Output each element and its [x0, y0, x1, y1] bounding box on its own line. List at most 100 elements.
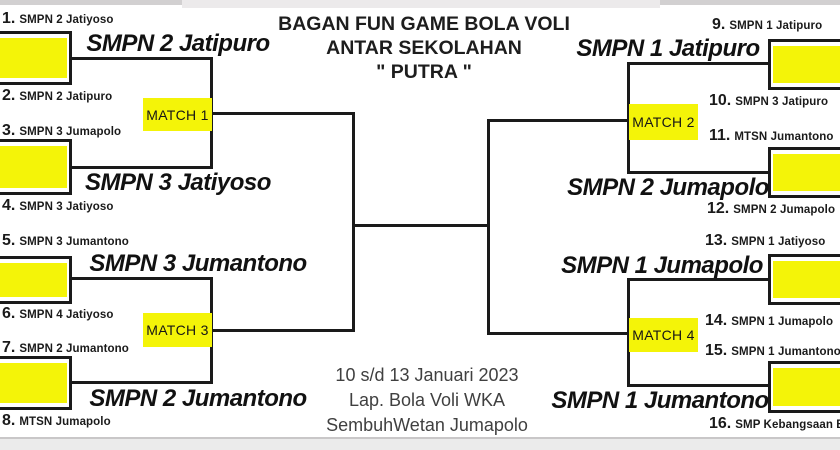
- winner-pair-5-6: SMPN 3 Jumantono: [89, 250, 307, 277]
- connector-match2-out: [487, 119, 630, 122]
- team-name: SMPN 3 Jumapolo: [19, 126, 122, 138]
- score-box-fill: [0, 363, 67, 403]
- bottom-edge-strip: [0, 439, 840, 450]
- match-1-box: MATCH 1: [143, 98, 212, 131]
- team-name: SMPN 3 Jumantono: [19, 236, 129, 248]
- winner-pair-7-8: SMPN 2 Jumantono: [89, 385, 307, 412]
- team-seed-10: 10.SMPN 3 Jatipuro: [709, 92, 828, 110]
- connector-vertical-match2: [627, 62, 630, 174]
- seed-number: 3.: [2, 122, 16, 139]
- seed-number: 6.: [2, 305, 16, 322]
- score-box-fill: [0, 38, 67, 78]
- seed-number: 11.: [709, 127, 731, 144]
- team-seed-9: 9.SMPN 1 Jatipuro: [712, 16, 822, 34]
- connector-semifinal-left: [352, 112, 355, 332]
- team-name: SMPN 1 Jatiyoso: [731, 236, 826, 248]
- winner-pair-3-4: SMPN 3 Jatiyoso: [85, 169, 271, 196]
- team-seed-13: 13.SMPN 1 Jatiyoso: [705, 232, 825, 250]
- winner-pair-15-16: SMPN 1 Jumantono: [551, 387, 769, 414]
- match-4-label: MATCH 4: [632, 327, 695, 343]
- connector-pair-15-16: [627, 384, 768, 387]
- team-seed-16: 16.SMP Kebangsaan Bharata: [709, 415, 840, 433]
- team-seed-11: 11.MTSN Jumantono: [709, 127, 834, 145]
- team-seed-1: 1.SMPN 2 Jatiyoso: [2, 10, 114, 28]
- connector-final: [352, 224, 490, 227]
- team-seed-12: 12.SMPN 2 Jumapolo: [707, 200, 835, 218]
- connector-match1-out: [210, 112, 355, 115]
- team-seed-6: 6.SMPN 4 Jatiyoso: [2, 305, 114, 323]
- seed-number: 7.: [2, 339, 16, 356]
- score-box-fill: [773, 368, 840, 406]
- connector-pair-11-12: [627, 171, 768, 174]
- score-box-fill: [0, 146, 67, 188]
- score-box-fill: [0, 263, 67, 297]
- score-box-pair-13-14: [768, 254, 840, 305]
- team-name: SMPN 1 Jumantono: [731, 346, 840, 358]
- schedule-venue: Lap. Bola Voli WKA: [348, 390, 506, 410]
- winner-pair-11-12: SMPN 2 Jumapolo: [567, 174, 769, 201]
- connector-match3-out: [210, 329, 355, 332]
- seed-number: 15.: [705, 342, 728, 359]
- score-box-pair-3-4: [0, 139, 72, 195]
- team-seed-3: 3.SMPN 3 Jumapolo: [2, 122, 121, 140]
- match-4-box: MATCH 4: [629, 318, 698, 352]
- team-name: SMP Kebangsaan Bharata: [735, 419, 840, 431]
- seed-number: 4.: [2, 197, 16, 214]
- seed-number: 12.: [707, 200, 730, 217]
- winner-pair-9-10: SMPN 1 Jatipuro: [576, 35, 760, 62]
- schedule-location: SembuhWetan Jumapolo: [326, 415, 528, 435]
- score-box-pair-15-16: [768, 361, 840, 413]
- match-1-label: MATCH 1: [146, 106, 209, 123]
- seed-number: 13.: [705, 232, 728, 249]
- winner-pair-13-14: SMPN 1 Jumapolo: [561, 252, 763, 279]
- title-line-1: BAGAN FUN GAME BOLA VOLI: [278, 13, 570, 35]
- top-edge-strip-light: [182, 0, 660, 8]
- score-box-pair-1-2: [0, 31, 72, 85]
- team-seed-2: 2.SMPN 2 Jatipuro: [2, 87, 112, 105]
- seed-number: 10.: [709, 92, 732, 109]
- connector-match4-out: [487, 332, 630, 335]
- score-box-fill: [773, 46, 840, 83]
- team-name: SMPN 2 Jatiyoso: [19, 14, 114, 26]
- team-seed-15: 15.SMPN 1 Jumantono: [705, 342, 840, 360]
- score-box-fill: [773, 154, 840, 191]
- team-name: SMPN 3 Jatipuro: [735, 96, 829, 108]
- seed-number: 1.: [2, 10, 16, 27]
- team-name: SMPN 2 Jumapolo: [733, 204, 836, 216]
- score-box-pair-9-10: [768, 39, 840, 90]
- team-name: SMPN 4 Jatiyoso: [19, 309, 114, 321]
- team-name: SMPN 1 Jumapolo: [731, 316, 834, 328]
- match-3-label: MATCH 3: [146, 322, 209, 338]
- seed-number: 8.: [2, 412, 16, 429]
- team-name: MTSN Jumapolo: [19, 416, 111, 428]
- event-schedule: 10 s/d 13 Januari 2023 Lap. Bola Voli WK…: [326, 363, 528, 438]
- team-seed-7: 7.SMPN 2 Jumantono: [2, 339, 129, 357]
- connector-semifinal-right: [487, 119, 490, 335]
- connector-pair-1-2: [72, 57, 213, 60]
- connector-pair-5-6: [72, 277, 213, 280]
- match-2-label: MATCH 2: [632, 114, 695, 130]
- team-name: MTSN Jumantono: [734, 131, 834, 143]
- seed-number: 2.: [2, 87, 16, 104]
- connector-pair-7-8: [72, 381, 213, 384]
- score-box-pair-5-6: [0, 256, 72, 304]
- team-seed-14: 14.SMPN 1 Jumapolo: [705, 312, 833, 330]
- title-line-3: " PUTRA ": [376, 61, 472, 83]
- team-name: SMPN 3 Jatiyoso: [19, 201, 114, 213]
- page-title: BAGAN FUN GAME BOLA VOLI ANTAR SEKOLAHAN…: [278, 12, 570, 84]
- connector-pair-3-4: [72, 166, 213, 169]
- seed-number: 14.: [705, 312, 728, 329]
- team-name: SMPN 2 Jumantono: [19, 343, 129, 355]
- match-3-box: MATCH 3: [143, 313, 212, 347]
- team-seed-5: 5.SMPN 3 Jumantono: [2, 232, 129, 250]
- team-name: SMPN 2 Jatipuro: [19, 91, 113, 103]
- connector-pair-13-14: [627, 278, 768, 281]
- connector-vertical-match4: [627, 278, 630, 387]
- match-2-box: MATCH 2: [629, 104, 698, 140]
- bottom-edge-line: [0, 437, 840, 439]
- seed-number: 9.: [712, 16, 726, 33]
- score-box-fill: [773, 261, 840, 298]
- team-seed-4: 4.SMPN 3 Jatiyoso: [2, 197, 114, 215]
- team-name: SMPN 1 Jatipuro: [729, 20, 823, 32]
